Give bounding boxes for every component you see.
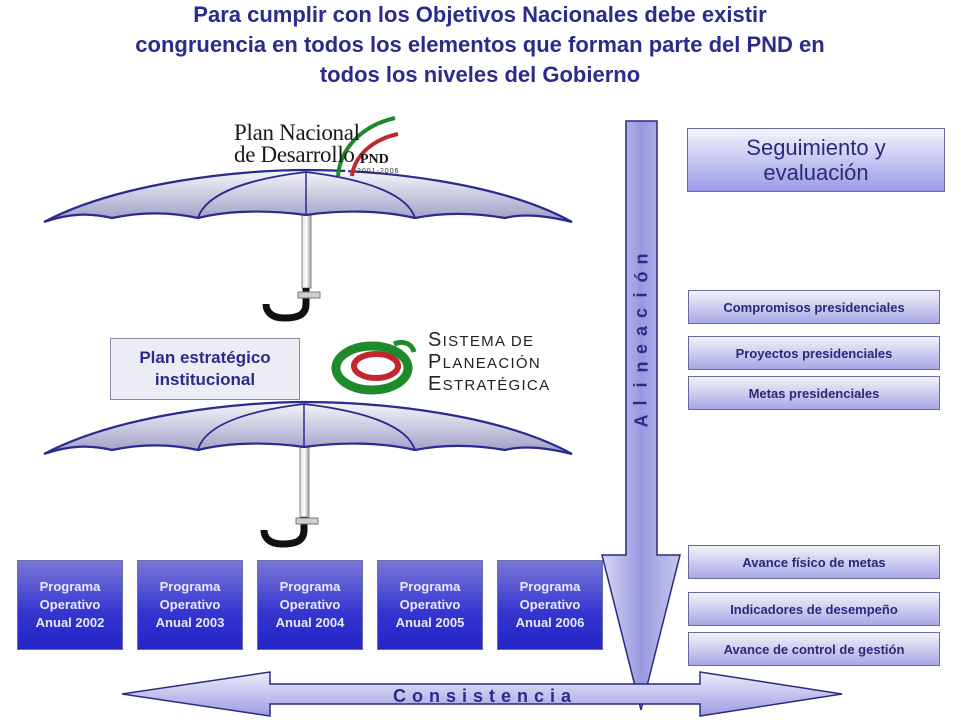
umbrella-top: [43, 168, 573, 322]
indicadores-desempeno-box: Indicadores de desempeño: [688, 592, 940, 626]
avance-fisico-box: Avance físico de metas: [688, 545, 940, 579]
seguimiento-line-1: Seguimiento y: [746, 135, 886, 160]
alineacion-char: ó: [631, 271, 651, 283]
title-line-3: todos los niveles del Gobierno: [319, 62, 641, 87]
sps-cap-2: P: [428, 351, 443, 373]
alineacion-char: i: [630, 292, 651, 298]
alineacion-char: c: [630, 307, 651, 319]
seguimiento-line-2: evaluación: [763, 160, 869, 185]
programa-2006-l2: Operativo: [519, 597, 581, 612]
programa-2002-l2: Operativo: [39, 597, 101, 612]
title-line-2: congruencia en todos los elementos que f…: [135, 32, 825, 57]
sps-rest-1: ISTEMA DE: [442, 333, 535, 350]
alineacion-char: e: [630, 343, 651, 355]
title-line-1: Para cumplir con los Objetivos Nacionale…: [193, 2, 767, 27]
consistencia-arrow: [121, 671, 843, 717]
avance-control-box: Avance de control de gestión: [688, 632, 940, 666]
alineacion-char: a: [630, 325, 651, 337]
umbrella-bottom-canopy: [43, 400, 573, 456]
sps-rest-2: LANEACIÓN: [442, 355, 542, 372]
alineacion-char: i: [630, 382, 651, 388]
sps-rest-3: STRATÉGICA: [442, 377, 551, 394]
umbrella-bottom: [43, 400, 573, 548]
pnd-logo: Plan Nacional de Desarrollo: [234, 120, 360, 167]
proyectos-presidenciales-box: Proyectos presidenciales: [688, 336, 940, 370]
alineacion-label: n ó i c a e n i l A: [628, 250, 654, 430]
plan-estrategico-box: Plan estratégico institucional: [110, 338, 300, 400]
programa-2005-l3: Anual 2005: [395, 615, 465, 630]
programa-2004-l2: Operativo: [279, 597, 341, 612]
programa-2003-l3: Anual 2003: [155, 615, 225, 630]
pnd-logo-line-1: Plan Nacional: [234, 120, 360, 145]
pnd-logo-years: 2001-2006: [357, 168, 400, 175]
programa-2003-l2: Operativo: [159, 597, 221, 612]
slide-title: Para cumplir con los Objetivos Nacionale…: [40, 0, 920, 90]
programa-2005-l1: Programa: [399, 579, 461, 594]
alineacion-char: n: [631, 361, 651, 373]
metas-presidenciales-box: Metas presidenciales: [688, 376, 940, 410]
programa-2006-l1: Programa: [519, 579, 581, 594]
sps-logo-ring-icon: [331, 339, 417, 395]
sps-cap-3: E: [428, 373, 443, 395]
programa-2006-l3: Anual 2006: [515, 615, 585, 630]
sps-cap-1: S: [428, 329, 443, 351]
alineacion-arrow: [601, 120, 681, 711]
sps-logo: SISTEMA DE PLANEACIÓN ESTRATÉGICA: [428, 330, 550, 396]
pnd-logo-line-2: de Desarrollo: [234, 142, 355, 167]
plan-box-line-1: Plan estratégico: [139, 348, 271, 367]
pnd-logo-swoosh-icon: [336, 116, 399, 177]
umbrella-top-handle: [262, 288, 310, 322]
programa-2002-l1: Programa: [39, 579, 101, 594]
seguimiento-evaluacion-box: Seguimiento y evaluación: [687, 128, 945, 192]
programa-2002-l3: Anual 2002: [35, 615, 105, 630]
programa-2005-l2: Operativo: [399, 597, 461, 612]
programa-2004-l1: Programa: [279, 579, 341, 594]
plan-box-line-2: institucional: [154, 370, 256, 389]
umbrella-top-canopy: [43, 168, 573, 224]
alineacion-char: l: [630, 400, 651, 406]
pnd-logo-abbr: PND: [360, 152, 389, 167]
alineacion-char: n: [631, 253, 651, 265]
programa-2004-l3: Anual 2004: [275, 615, 345, 630]
programa-2003-l1: Programa: [159, 579, 221, 594]
alineacion-char: A: [631, 414, 651, 428]
compromisos-presidenciales-box: Compromisos presidenciales: [688, 290, 940, 324]
consistencia-label: Consistencia: [392, 686, 578, 706]
umbrella-bottom-handle: [260, 517, 308, 548]
